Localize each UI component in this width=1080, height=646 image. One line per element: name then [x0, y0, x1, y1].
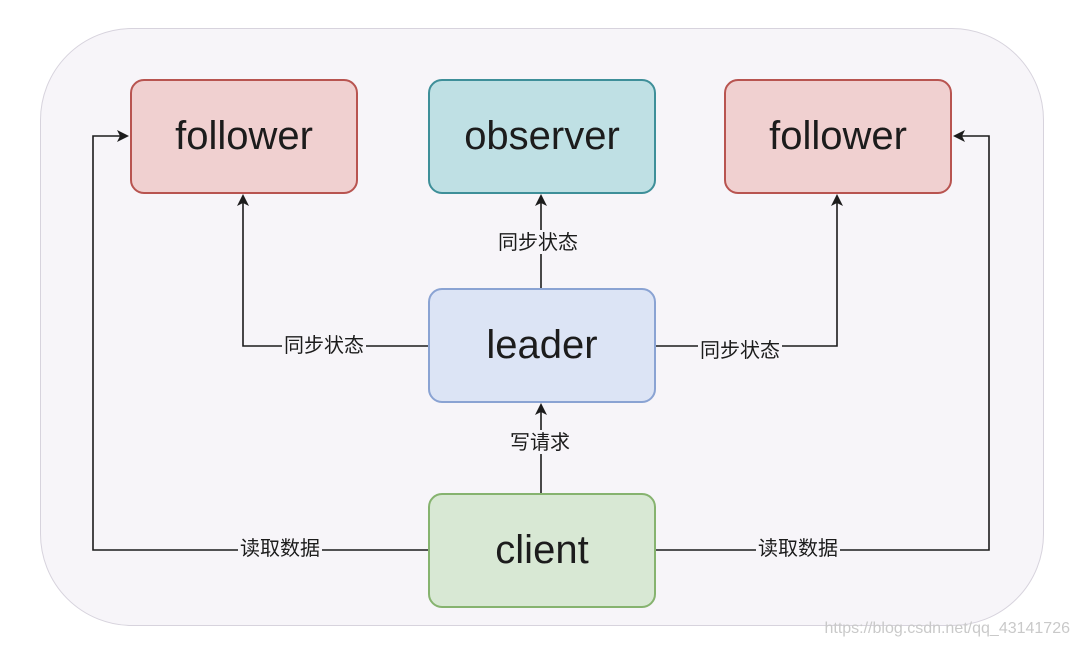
node-leader-label: leader: [486, 323, 598, 367]
edge-label-leader-to-follower-left: 同步状态: [282, 333, 366, 357]
edge-leader-to-follower-left: [237, 194, 428, 347]
node-follower-left-label: follower: [175, 114, 313, 158]
edge-label-client-to-follower-left: 读取数据: [238, 536, 322, 560]
edge-leader-to-follower-right: [655, 194, 843, 347]
edge-label-client-to-leader: 写请求: [508, 430, 572, 454]
node-observer-label: observer: [464, 114, 620, 158]
node-leader: leader: [428, 288, 656, 403]
node-client-label: client: [495, 528, 589, 572]
edge-label-leader-to-follower-right: 同步状态: [698, 338, 782, 362]
node-observer: observer: [428, 79, 656, 194]
watermark-text: https://blog.csdn.net/qq_43141726: [824, 620, 1070, 637]
node-follower-right-label: follower: [769, 114, 907, 158]
edge-client-to-follower-left: [92, 130, 428, 551]
edge-label-leader-to-observer: 同步状态: [496, 230, 580, 254]
node-follower-left: follower: [130, 79, 358, 194]
node-follower-right: follower: [724, 79, 952, 194]
node-client: client: [428, 493, 656, 608]
edge-label-client-to-follower-right: 读取数据: [756, 536, 840, 560]
